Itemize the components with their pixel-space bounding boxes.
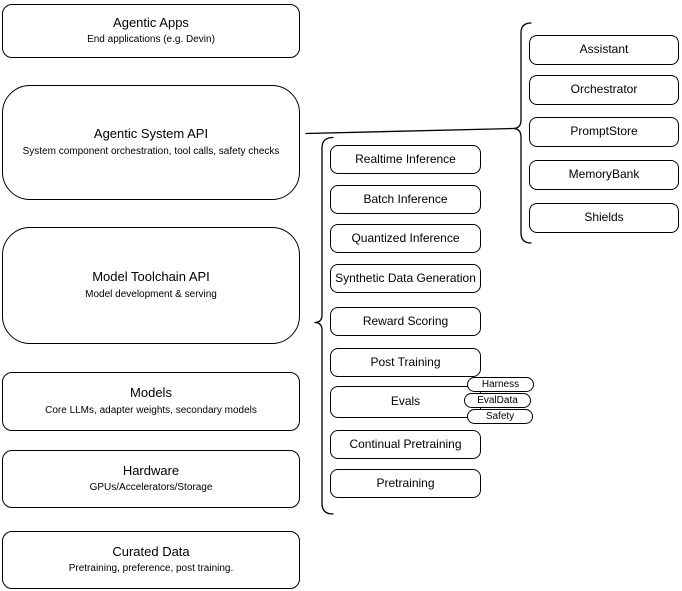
node-orchestrator: Orchestrator: [529, 75, 679, 105]
node-evals: Evals: [330, 386, 481, 418]
node-subtitle: Model development & serving: [85, 288, 217, 300]
node-curated-data: Curated Data Pretraining, preference, po…: [2, 531, 300, 589]
node-title: Model Toolchain API: [92, 269, 210, 285]
tag-label: Safety: [485, 410, 515, 422]
tag-label: Harness: [481, 378, 520, 390]
node-label: Evals: [390, 394, 421, 409]
node-promptstore: PromptStore: [529, 117, 679, 147]
node-title: Curated Data: [112, 543, 190, 559]
node-hardware: Hardware GPUs/Accelerators/Storage: [2, 450, 300, 508]
node-post-training: Post Training: [330, 348, 481, 377]
node-models: Models Core LLMs, adapter weights, secon…: [2, 372, 300, 431]
node-memorybank: MemoryBank: [529, 160, 679, 190]
tag-label: EvalData: [477, 394, 518, 406]
node-subtitle: Pretraining, preference, post training.: [68, 563, 234, 575]
node-subtitle: Core LLMs, adapter weights, secondary mo…: [45, 404, 257, 416]
node-batch-inference: Batch Inference: [330, 185, 481, 214]
node-agentic-apps: Agentic Apps End applications (e.g. Devi…: [2, 4, 300, 58]
node-label: Synthetic Data Generation: [335, 270, 476, 285]
node-subtitle: End applications (e.g. Devin): [87, 34, 215, 46]
node-label: Orchestrator: [570, 82, 638, 97]
node-label: PromptStore: [570, 124, 638, 139]
node-label: Assistant: [579, 42, 629, 57]
node-quantized-inference: Quantized Inference: [330, 224, 481, 253]
node-label: MemoryBank: [568, 167, 640, 182]
node-reward-scoring: Reward Scoring: [330, 307, 481, 336]
node-synthetic-data-generation: Synthetic Data Generation: [330, 264, 481, 293]
node-realtime-inference: Realtime Inference: [330, 145, 481, 174]
node-label: Pretraining: [376, 475, 435, 490]
node-title: Models: [130, 385, 172, 401]
node-subtitle: System component orchestration, tool cal…: [22, 145, 280, 157]
node-label: Post Training: [370, 354, 441, 369]
node-subtitle: GPUs/Accelerators/Storage: [89, 482, 213, 494]
node-evals-tag-safety: Safety: [467, 409, 533, 424]
node-label: Continual Pretraining: [349, 436, 462, 451]
node-label: Batch Inference: [363, 191, 448, 206]
node-model-toolchain-api: Model Toolchain API Model development & …: [2, 227, 300, 344]
node-assistant: Assistant: [529, 35, 679, 65]
node-label: Shields: [584, 210, 624, 225]
node-continual-pretraining: Continual Pretraining: [330, 430, 481, 459]
node-label: Reward Scoring: [362, 313, 449, 328]
node-shields: Shields: [529, 203, 679, 233]
node-label: Quantized Inference: [351, 230, 460, 245]
node-pretraining: Pretraining: [330, 469, 481, 498]
node-title: Agentic Apps: [113, 14, 189, 30]
node-evals-tag-harness: Harness: [467, 377, 534, 392]
node-label: Realtime Inference: [355, 151, 456, 166]
node-agentic-system-api: Agentic System API System component orch…: [2, 85, 300, 200]
connector-system-api-to-components: [305, 127, 514, 135]
node-title: Hardware: [122, 462, 180, 478]
node-evals-tag-evaldata: EvalData: [464, 393, 531, 408]
node-title: Agentic System API: [93, 126, 209, 142]
